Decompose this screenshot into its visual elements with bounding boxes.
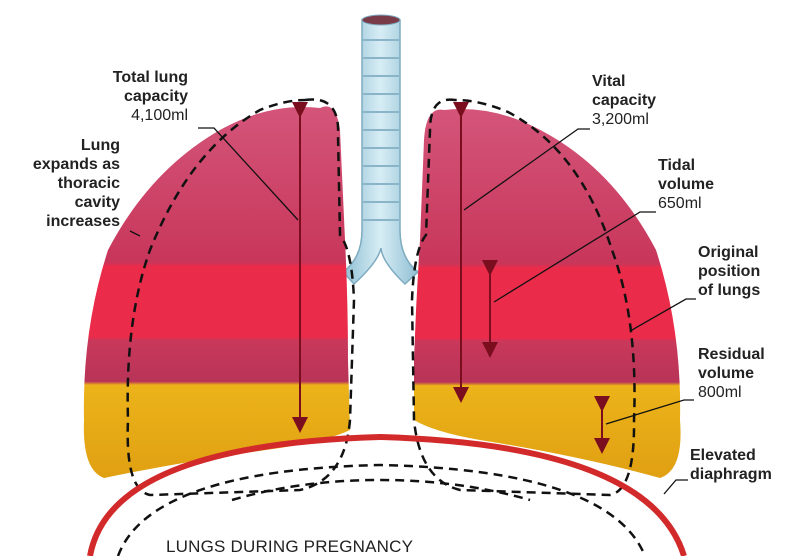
lung-expands-line-5: increases [10, 212, 120, 231]
residual-volume-title-1: Residual [698, 345, 794, 364]
vital-capacity-title-1: Vital [592, 72, 712, 91]
label-original-position: Original position of lungs [698, 243, 794, 300]
leader-elevated-diaphragm [664, 480, 688, 494]
caption-lungs-during-pregnancy: LUNGS DURING PREGNANCY [166, 537, 413, 557]
label-vital-capacity: Vital capacity 3,200ml [592, 72, 712, 129]
lung-expands-line-2: expands as [10, 155, 120, 174]
vital-capacity-value: 3,200ml [592, 110, 712, 129]
left-lung [84, 106, 350, 478]
right-lung [414, 109, 681, 478]
residual-volume-title-2: volume [698, 364, 794, 383]
lung-expands-line-3: thoracic [10, 174, 120, 193]
total-lung-capacity-value: 4,100ml [70, 106, 188, 125]
original-position-line-3: of lungs [698, 281, 794, 300]
trachea [343, 15, 418, 284]
total-lung-capacity-title-2: capacity [70, 87, 188, 106]
lung-expands-line-1: Lung [10, 136, 120, 155]
vital-capacity-title-2: capacity [592, 91, 712, 110]
total-lung-capacity-title-1: Total lung [70, 68, 188, 87]
pregnancy-dashed-curve-inner [232, 480, 530, 500]
label-total-lung-capacity: Total lung capacity 4,100ml [70, 68, 188, 125]
lung-expands-line-4: cavity [10, 193, 120, 212]
label-elevated-diaphragm: Elevated diaphragm [690, 446, 794, 484]
tidal-volume-title-2: volume [658, 175, 768, 194]
elevated-diaphragm-line-2: diaphragm [690, 465, 794, 484]
original-position-line-1: Original [698, 243, 794, 262]
label-lung-expands: Lung expands as thoracic cavity increase… [10, 136, 120, 231]
residual-volume-value: 800ml [698, 383, 794, 402]
tidal-volume-title-1: Tidal [658, 156, 768, 175]
original-position-line-2: position [698, 262, 794, 281]
elevated-diaphragm-line-1: Elevated [690, 446, 794, 465]
label-residual-volume: Residual volume 800ml [698, 345, 794, 402]
tidal-volume-value: 650ml [658, 194, 768, 213]
label-tidal-volume: Tidal volume 650ml [658, 156, 768, 213]
